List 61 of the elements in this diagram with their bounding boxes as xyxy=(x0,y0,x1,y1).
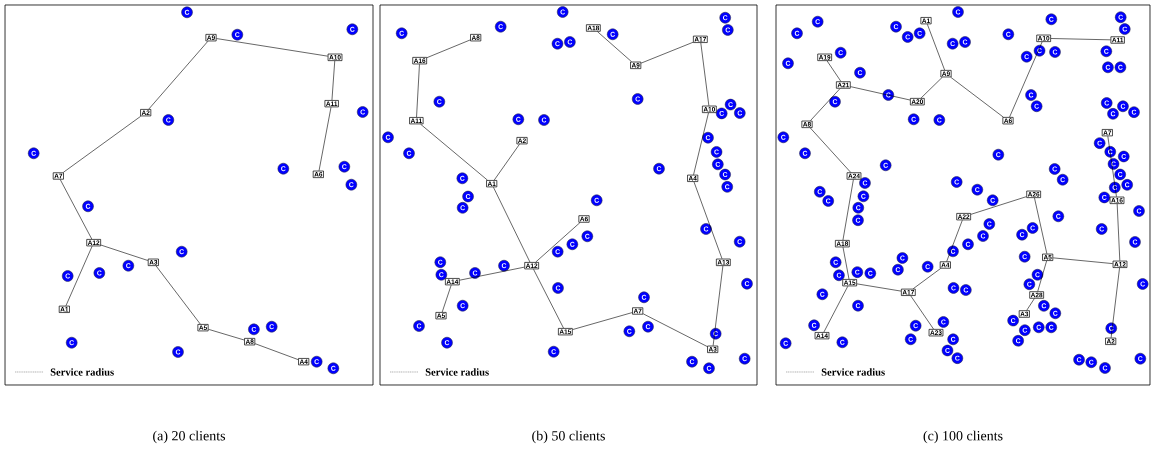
connector-line xyxy=(100,244,149,261)
connector-line xyxy=(597,31,632,62)
connector-line xyxy=(416,64,420,118)
connector-line xyxy=(426,39,471,58)
connector-line xyxy=(572,312,633,330)
connector-line xyxy=(810,88,841,121)
connector-line xyxy=(842,179,854,241)
panel-caption: (c) 100 clients xyxy=(923,430,1003,444)
connector-line xyxy=(810,127,851,173)
connector-line xyxy=(1034,197,1048,254)
connector-line xyxy=(208,329,245,341)
connector-line xyxy=(910,295,934,330)
connector-line xyxy=(642,313,708,347)
connector-line xyxy=(533,268,564,329)
plot-panel xyxy=(4,4,374,386)
connector-line xyxy=(1052,257,1113,264)
connector-line xyxy=(65,246,93,307)
connector-line xyxy=(216,38,328,57)
connector-line xyxy=(155,265,201,325)
connector-line xyxy=(712,265,724,346)
connector-line xyxy=(254,343,299,360)
connector-line xyxy=(826,60,842,82)
panel-caption: (b) 50 clients xyxy=(532,430,605,444)
panel-caption: (a) 20 clients xyxy=(153,430,226,444)
connector-line xyxy=(912,268,941,290)
connector-line xyxy=(1037,260,1047,292)
plot-panel xyxy=(379,4,758,386)
connector-line xyxy=(856,283,902,292)
connector-line xyxy=(63,116,141,173)
connector-line xyxy=(946,220,963,262)
connector-line xyxy=(693,181,723,259)
connector-line xyxy=(318,106,332,171)
connector-line xyxy=(1050,38,1111,41)
legend-label: Service radius xyxy=(50,368,114,376)
connector-line xyxy=(693,112,709,176)
connector-line xyxy=(950,77,1004,118)
connector-line xyxy=(535,222,581,263)
connector-line xyxy=(1110,267,1120,338)
connector-line xyxy=(1009,41,1043,118)
connector-line xyxy=(1107,135,1117,197)
connector-line xyxy=(1116,203,1121,261)
legend-label: Service radius xyxy=(425,368,489,376)
connector-line xyxy=(700,42,710,106)
connector-line xyxy=(640,41,694,64)
connector-line xyxy=(493,186,531,263)
connector-line xyxy=(59,179,93,240)
connector-line xyxy=(493,144,520,181)
connector-line xyxy=(823,285,849,333)
connector-line xyxy=(148,41,209,110)
connector-line xyxy=(441,284,452,313)
connector-line xyxy=(850,86,911,101)
connector-line xyxy=(1026,298,1035,311)
plot-panel xyxy=(775,4,1151,386)
connector-line xyxy=(331,60,336,101)
connector-line xyxy=(420,123,488,181)
connector-line xyxy=(970,196,1027,215)
connector-line xyxy=(842,247,850,280)
legend-label: Service radius xyxy=(821,368,885,376)
connector-line xyxy=(927,23,945,71)
connector-line xyxy=(459,266,525,281)
connector-line xyxy=(920,77,943,99)
